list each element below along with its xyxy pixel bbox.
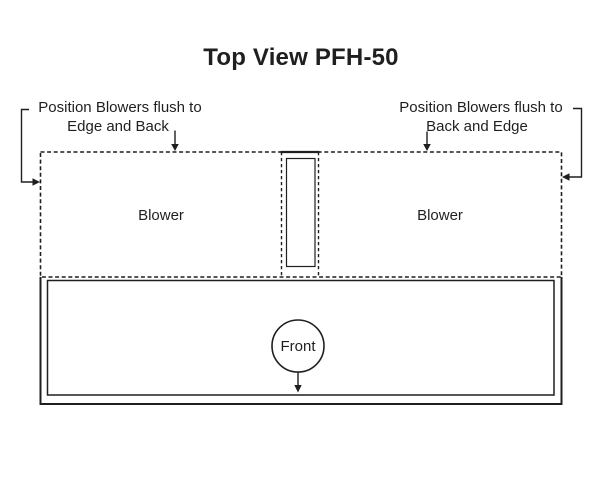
page-title: Top View PFH-50: [203, 44, 398, 71]
blower-left-label: Blower: [138, 207, 184, 224]
right-bracket-line: [569, 107, 583, 178]
blower-right-label: Blower: [417, 207, 463, 224]
lower-section-outer-outline: [39, 277, 563, 405]
left-down-arrowhead-icon: [171, 144, 179, 151]
right-note-line1: Position Blowers flush to: [399, 99, 562, 116]
right-bracket-arrowhead-icon: [562, 173, 570, 181]
front-arrowhead-icon: [294, 385, 302, 393]
right-note-line2: Back and Edge: [426, 118, 528, 135]
blower-compartment-outline: [39, 151, 563, 278]
left-bracket-arrowhead-icon: [32, 178, 40, 186]
front-label: Front: [280, 338, 316, 355]
channel-inner-outline: [285, 157, 316, 268]
right-down-arrowhead-icon: [423, 144, 431, 151]
left-note-line1: Position Blowers flush to: [38, 99, 201, 116]
left-bracket-line: [20, 108, 33, 183]
lower-section-inner-outline: [46, 279, 555, 396]
left-note-line2: Edge and Back: [67, 118, 169, 135]
